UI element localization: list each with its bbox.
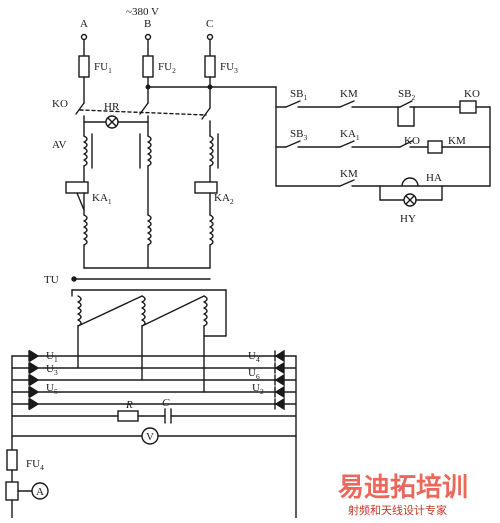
label-supply: ~380 V (126, 6, 159, 18)
label-sb2: SB2 (398, 88, 415, 102)
label-fu4: FU4 (26, 458, 44, 472)
phase-b-line (139, 33, 154, 137)
phase-a-line (75, 33, 90, 137)
label-phase-b: B (144, 18, 151, 30)
relay-ka2-coil (194, 181, 218, 194)
label-km-3: KM (340, 168, 358, 180)
watermark-logo: 易迪拓培训 射频和天线设计专家 (338, 473, 468, 517)
coil-ko (459, 100, 477, 114)
diode-u2 (274, 385, 285, 411)
label-u5: U5 (46, 382, 58, 396)
switch-ko-a (75, 102, 85, 115)
label-phase-c: C (206, 18, 213, 30)
fuse-fu4 (6, 449, 18, 471)
label-hr: HR (104, 101, 120, 113)
label-av: AV (52, 139, 67, 151)
diode-u1 (28, 349, 40, 375)
fuse-fu1 (78, 55, 90, 78)
label-ka1-contact: KA1 (340, 128, 360, 142)
fuse-fu2 (142, 55, 154, 78)
secondary-coils (83, 214, 214, 269)
label-u2: U2 (252, 382, 264, 396)
label-sb1: SB1 (290, 88, 307, 102)
label-ka1: KA1 (92, 192, 112, 206)
label-ko-contact: KO (404, 135, 420, 147)
ammeter (31, 482, 49, 500)
label-u4: U4 (248, 350, 260, 364)
coil-km (427, 140, 443, 154)
label-km-coil: KM (448, 135, 466, 147)
output-branch (5, 437, 297, 519)
label-ha: HA (426, 172, 442, 184)
label-v: V (146, 431, 154, 443)
relay-ka1-coil (65, 181, 89, 194)
diode-u4 (274, 349, 285, 375)
rc-snubber (11, 408, 297, 424)
contact-km-3 (339, 179, 355, 187)
label-u3: U3 (46, 363, 58, 377)
label-fu2: FU2 (158, 61, 176, 75)
resistor-r (117, 410, 139, 422)
watermark-tagline: 射频和天线设计专家 (348, 503, 447, 517)
button-sb1 (285, 100, 301, 108)
contact-ka1 (339, 140, 355, 148)
voltmeter (11, 427, 297, 445)
label-sb3: SB3 (290, 128, 307, 142)
hr-lamp (83, 115, 149, 129)
switch-ko-c (201, 107, 211, 120)
label-ko-coil: KO (464, 88, 480, 100)
label-ko: KO (52, 98, 68, 110)
label-a: A (36, 486, 44, 498)
label-hy: HY (400, 213, 416, 225)
label-c: C (162, 397, 170, 409)
rectifier-bridge (11, 355, 297, 439)
label-tu: TU (44, 274, 59, 286)
label-fu3: FU3 (220, 61, 238, 75)
label-km-1: KM (340, 88, 358, 100)
label-u1: U1 (46, 350, 58, 364)
labels: A ~380 V B C FU1 FU2 FU3 KO HR AV KA1 KA… (26, 6, 480, 498)
diode-u3 (28, 373, 40, 387)
phase-c-line (201, 33, 216, 137)
label-u6: U6 (248, 367, 260, 381)
ko-mechanical-link (79, 109, 207, 116)
diode-u6 (274, 373, 285, 387)
transformer-tu (71, 276, 227, 393)
label-phase-a: A (80, 18, 88, 30)
fuse-fu3 (204, 55, 216, 78)
button-sb3 (285, 140, 301, 148)
diode-u5 (28, 385, 40, 411)
bell-ha (401, 177, 419, 187)
av-coils (83, 133, 219, 216)
shunt (5, 481, 19, 501)
label-fu1: FU1 (94, 61, 112, 75)
label-r: R (125, 399, 133, 411)
button-sb2 (399, 100, 413, 108)
control-circuit (147, 86, 491, 207)
contact-ko (399, 140, 413, 148)
watermark-logo-text: 易迪拓培训 (338, 473, 468, 503)
contact-km-1 (339, 100, 355, 108)
label-ka2: KA2 (214, 192, 234, 206)
